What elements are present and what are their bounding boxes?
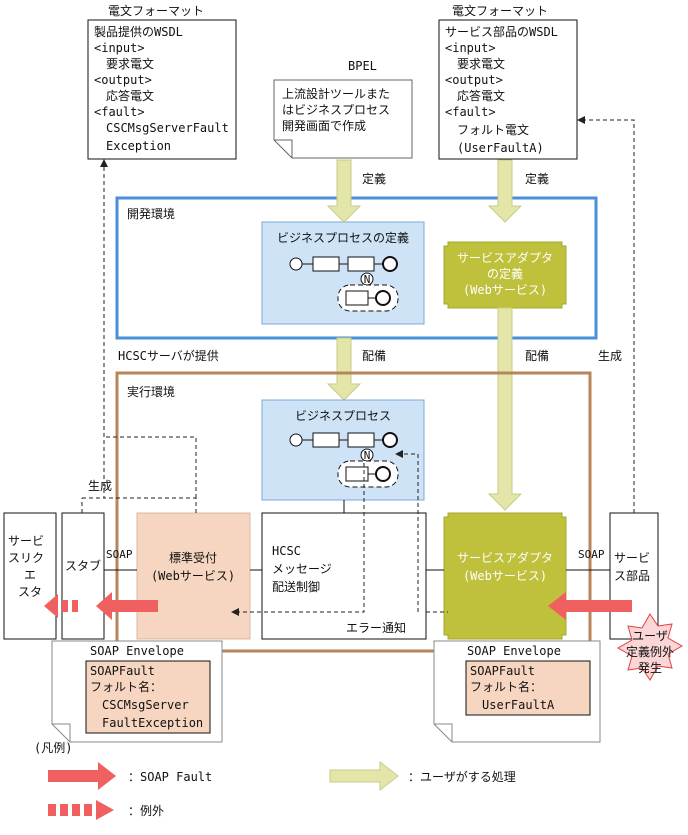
hcsc-provides-label: HCSCサーバが提供 xyxy=(118,348,219,363)
wsdl-line: 応答電文 xyxy=(445,88,505,103)
wsdl-line: 要求電文 xyxy=(445,56,505,71)
wsdl-line: (UserFaultA) xyxy=(445,141,544,155)
envelope-line: UserFaultA xyxy=(470,698,555,712)
legend-soap-fault-label: ：SOAP Fault xyxy=(128,770,212,784)
legend-title: (凡例) xyxy=(34,741,72,755)
wsdl-line: <input> xyxy=(445,41,496,55)
envelope-line: フォルト名： xyxy=(90,679,162,694)
standard-receiver-box: 標準受付 (Webサービス) xyxy=(136,512,251,640)
svg-text:N: N xyxy=(364,449,371,462)
bp-title: ビジネスプロセス xyxy=(295,409,391,423)
generate-label: 生成 xyxy=(598,349,622,363)
bpel-line: 上流設計ツールまた xyxy=(282,86,390,101)
define-label: 定義 xyxy=(525,171,549,186)
burst-line: ユーザ xyxy=(632,629,668,643)
envelope-title: SOAP Envelope xyxy=(90,644,184,658)
deploy-label: 配備 xyxy=(525,348,549,363)
client-line: サービ xyxy=(8,534,44,548)
std-receiver-line: (Webサービス) xyxy=(151,569,235,583)
adapter-line: (Webサービス) xyxy=(463,569,547,583)
format-caption: 電文フォーマット xyxy=(108,3,204,18)
bpel-line: はビジネスプロセス xyxy=(282,103,390,117)
soap-label: SOAP xyxy=(106,548,133,561)
client-line: スタ xyxy=(18,585,42,599)
soap-label: SOAP xyxy=(578,548,605,561)
wsdl-format-product: 電文フォーマット 製品提供のWSDL <input> 要求電文 <output>… xyxy=(87,3,237,160)
dashed-paths xyxy=(81,116,635,616)
client-line: スリク xyxy=(8,551,44,565)
format-caption: 電文フォーマット xyxy=(452,3,548,18)
adapter-def-line: の定義 xyxy=(487,266,523,281)
wsdl-line: <output> xyxy=(445,73,503,87)
fault-arrows xyxy=(44,592,632,620)
burst-line: 定義例外 xyxy=(626,644,674,659)
connector-lines xyxy=(104,500,610,571)
define-label: 定義 xyxy=(362,171,386,186)
hcsc-routing-box: HCSC メッセージ 配送制御 エラー通知 xyxy=(261,512,427,640)
dev-env-title: 開発環境 xyxy=(127,206,175,221)
legend: (凡例) ：SOAP Fault ：例外 ：ユーザがする処理 xyxy=(34,741,516,820)
envelope-line: SOAPFault xyxy=(470,664,535,678)
service-part-line: ス部品 xyxy=(614,568,650,583)
envelope-line: フォルト名： xyxy=(470,679,542,694)
svg-text:N: N xyxy=(364,273,371,286)
wsdl-line: 製品提供のWSDL xyxy=(94,24,183,39)
envelope-line: SOAPFault xyxy=(90,664,155,678)
wsdl-line: フォルト電文 xyxy=(445,122,529,137)
burst-line: 発生 xyxy=(638,661,662,675)
client-line: エ xyxy=(24,568,36,582)
service-part-line: サービ xyxy=(614,551,650,565)
wsdl-line: <input> xyxy=(94,41,145,55)
stub-box: スタブ xyxy=(61,512,105,640)
wsdl-line: Exception xyxy=(94,139,171,153)
hcsc-line: メッセージ xyxy=(272,562,332,576)
bpel-line: 開発画面で作成 xyxy=(282,119,366,133)
user-exception-burst: ユーザ 定義例外 発生 xyxy=(616,613,684,681)
wsdl-line: 要求電文 xyxy=(94,56,154,71)
envelope-title: SOAP Envelope xyxy=(467,644,561,658)
bpel-document: BPEL 上流設計ツールまた はビジネスプロセス 開発画面で作成 xyxy=(273,59,413,159)
legend-soap-fault-arrow xyxy=(48,762,116,790)
service-adapter-box: サービスアダプタ (Webサービス) xyxy=(443,512,567,640)
adapter-line: サービスアダプタ xyxy=(457,550,553,565)
generate-label: 生成 xyxy=(88,479,112,493)
soap-envelope-left: SOAP Envelope SOAPFault フォルト名： CSCMsgSer… xyxy=(51,640,223,743)
wsdl-line: 応答電文 xyxy=(94,88,154,103)
hcsc-line: 配送制御 xyxy=(272,579,320,594)
envelope-line: CSCMsgServer xyxy=(90,698,189,712)
soap-envelope-right: SOAP Envelope SOAPFault フォルト名： UserFault… xyxy=(433,640,601,743)
hcsc-line: HCSC xyxy=(272,544,301,558)
adapter-def-line: サービスアダプタ xyxy=(457,250,553,265)
wsdl-line: <fault> xyxy=(445,105,496,119)
service-client-box: サービ スリク エ スタ xyxy=(3,512,57,640)
legend-user-process-arrow xyxy=(329,760,399,792)
wsdl-format-service-part: 電文フォーマット サービス部品のWSDL <input> 要求電文 <outpu… xyxy=(438,3,578,160)
error-notify-label: エラー通知 xyxy=(346,621,406,635)
run-env-frame xyxy=(115,371,592,653)
std-receiver-line: 標準受付 xyxy=(169,550,217,565)
legend-exception-arrow xyxy=(48,800,114,820)
wsdl-line: <output> xyxy=(94,73,152,87)
wsdl-line: サービス部品のWSDL xyxy=(445,24,558,39)
deploy-label: 配備 xyxy=(362,348,386,363)
run-env-title: 実行環境 xyxy=(127,384,175,399)
wsdl-line: CSCMsgServerFault xyxy=(94,121,229,135)
dev-env-frame xyxy=(115,196,598,340)
bp-definition-title: ビジネスプロセスの定義 xyxy=(277,230,409,245)
legend-user-process-label: ：ユーザがする処理 xyxy=(408,769,516,784)
user-process-arrows xyxy=(326,159,523,511)
adapter-def-line: (Webサービス) xyxy=(463,283,547,297)
bpel-label: BPEL xyxy=(348,59,377,73)
envelope-line: FaultException xyxy=(90,716,203,730)
adapter-definition-box: サービスアダプタ の定義 (Webサービス) xyxy=(443,241,567,309)
legend-exception-label: ：例外 xyxy=(128,804,164,818)
business-process-box: ビジネスプロセス N xyxy=(261,399,425,501)
wsdl-line: <fault> xyxy=(94,105,145,119)
stub-label: スタブ xyxy=(65,558,101,573)
bp-definition-box: ビジネスプロセスの定義 N xyxy=(261,221,425,325)
